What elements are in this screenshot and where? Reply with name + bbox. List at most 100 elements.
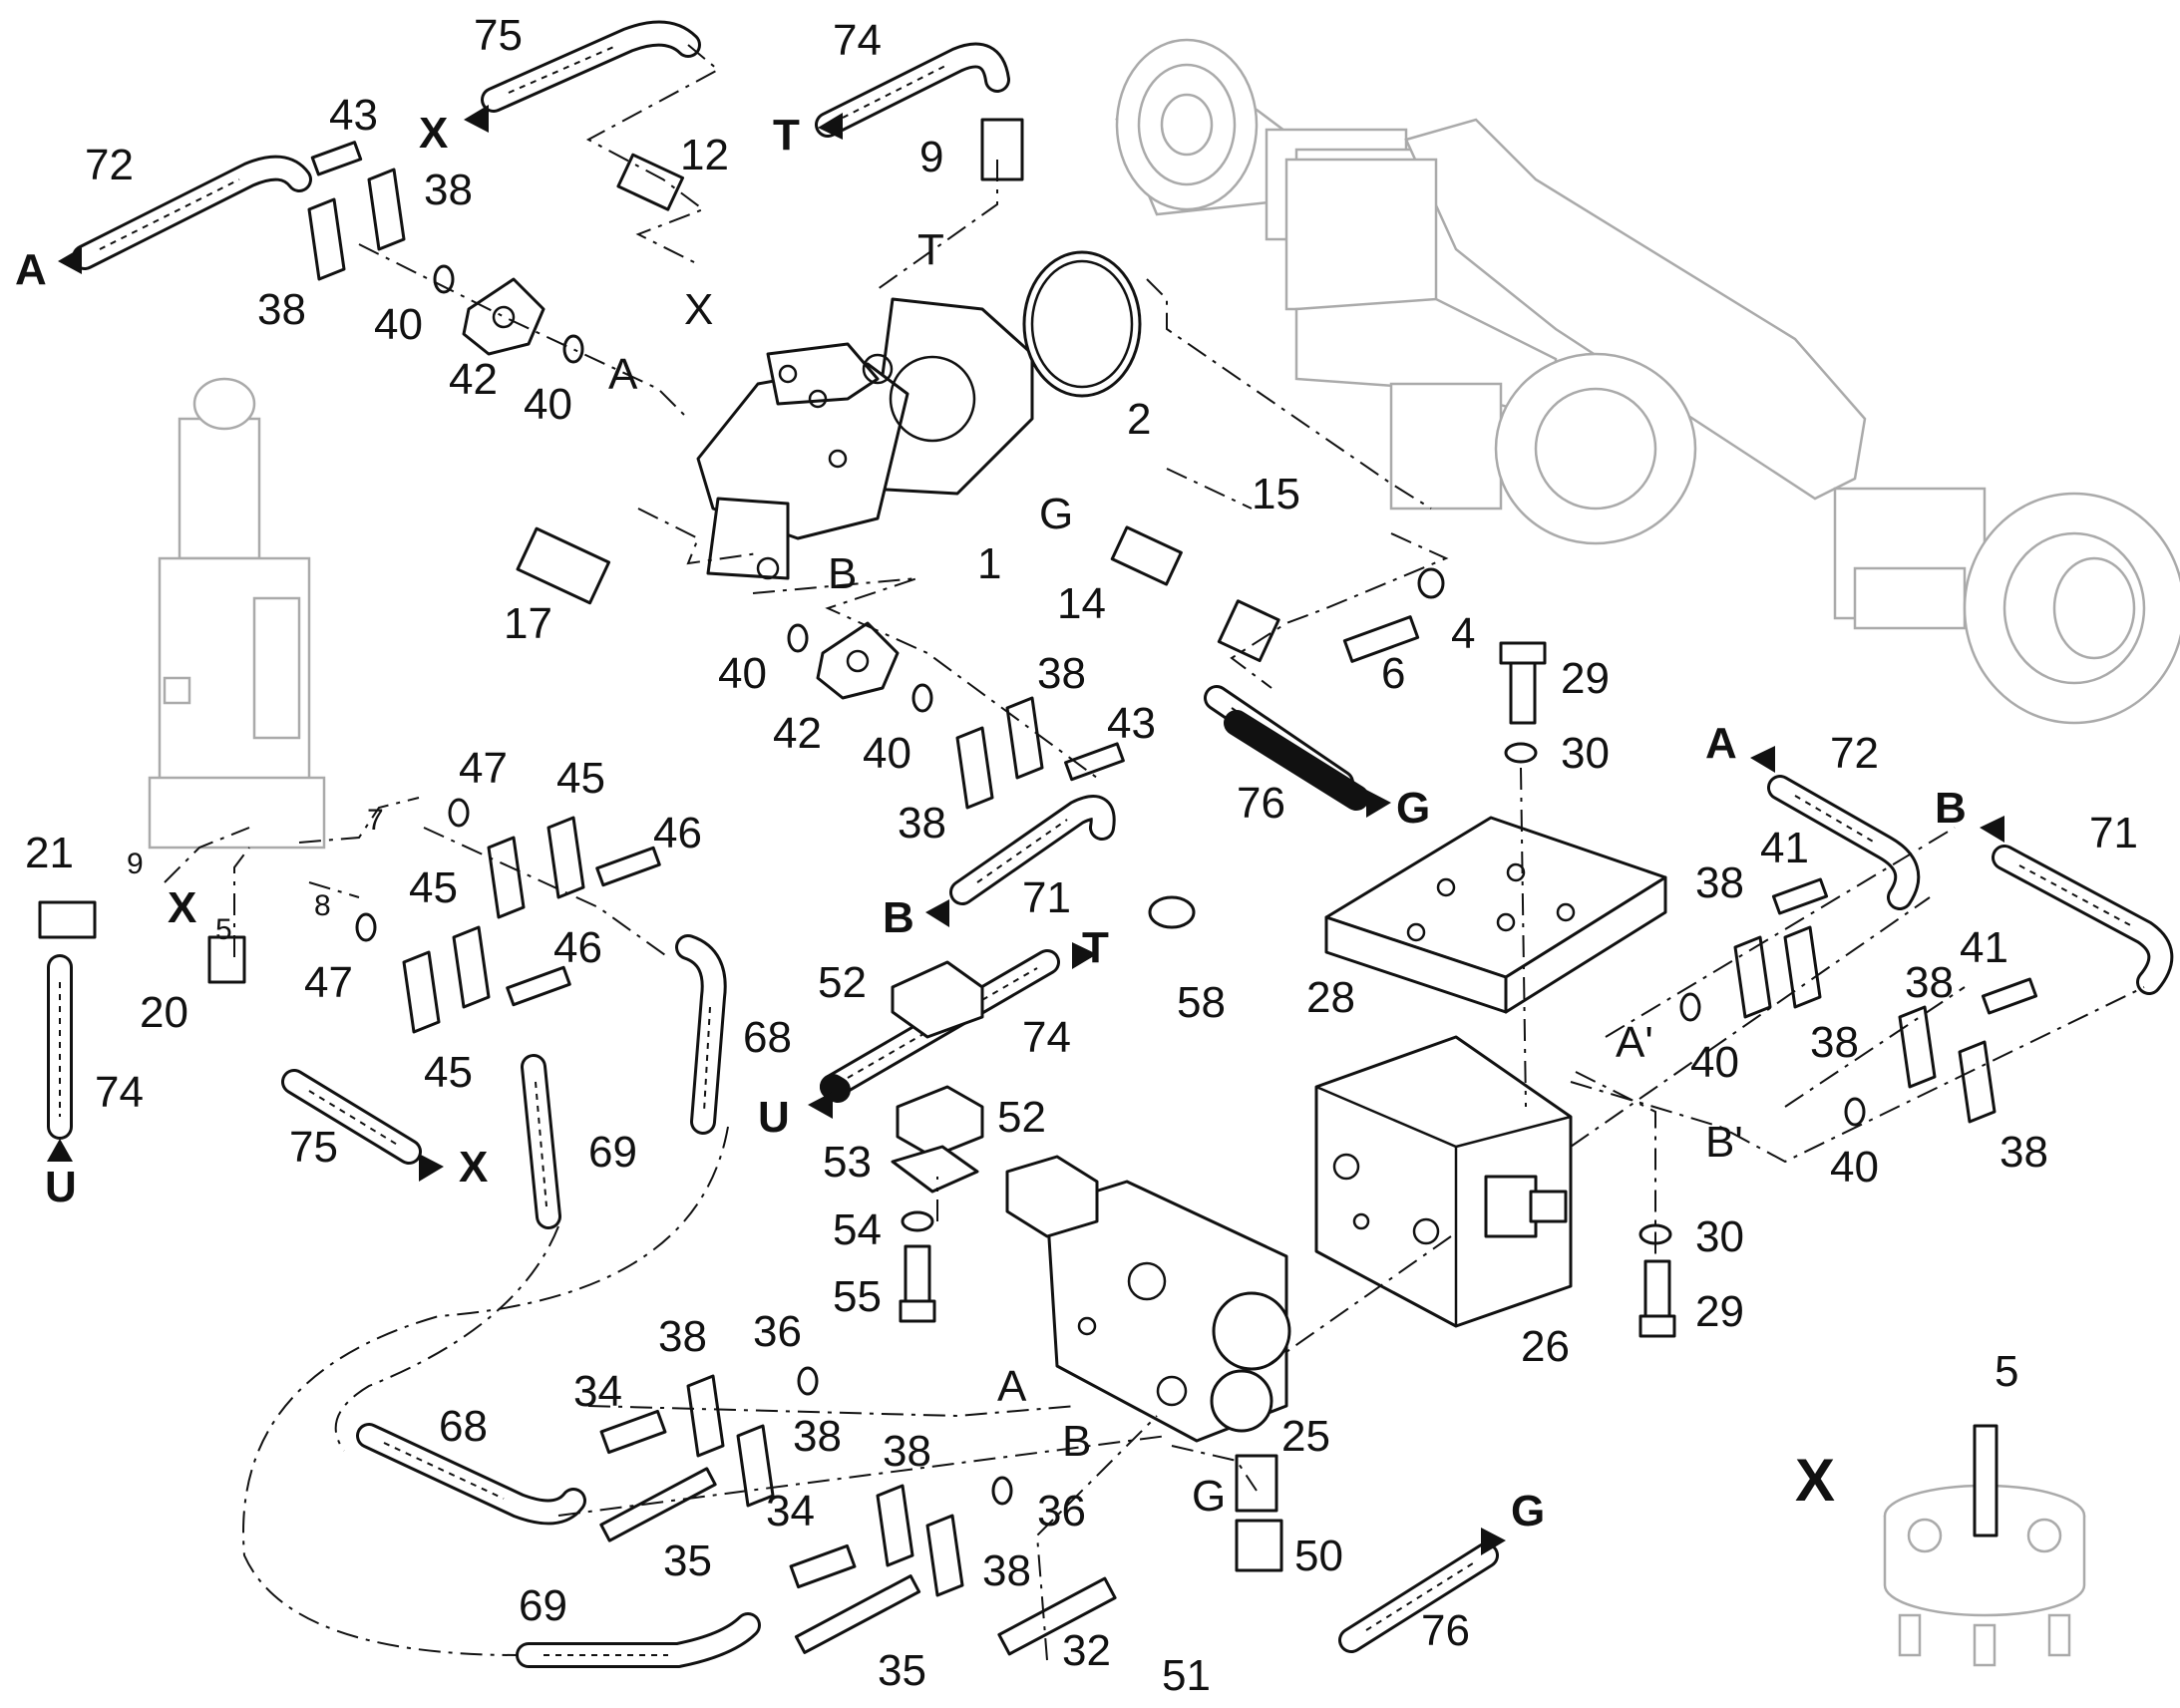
- callout-42-1: 42: [449, 355, 498, 404]
- mounting-plate: [1324, 816, 1667, 1014]
- callout-38-7: 38: [1905, 958, 1954, 1007]
- port-t-1: T: [917, 225, 944, 274]
- callout-29b: 29: [1695, 1287, 1744, 1336]
- detail-x-label: X: [1795, 1447, 1835, 1514]
- callout-68-2: 68: [439, 1402, 488, 1451]
- small-parts: [38, 118, 2038, 1656]
- callout-38-3: 38: [1037, 649, 1086, 698]
- callout-53: 53: [823, 1138, 872, 1187]
- callout-38-9: 38: [658, 1312, 707, 1361]
- port-a-1: A: [15, 245, 47, 294]
- callout-1: 1: [977, 539, 1001, 588]
- port-g-2: G: [1396, 784, 1430, 833]
- callout-75-1: 75: [474, 11, 523, 60]
- callout-58: 58: [1177, 978, 1226, 1027]
- callout-20: 20: [140, 988, 188, 1037]
- callout-38-8: 38: [1999, 1128, 2048, 1177]
- callout-47-2: 47: [304, 958, 353, 1007]
- callout-40-2: 40: [524, 380, 572, 429]
- callout-34: 34: [573, 1367, 622, 1416]
- port-g-1: G: [1039, 490, 1073, 538]
- flow-arrows: [47, 105, 2004, 1555]
- callout-51: 51: [1162, 1651, 1211, 1700]
- port-a-3: A: [1705, 719, 1737, 768]
- port-x-4: X: [168, 883, 196, 932]
- callout-9b: 9: [919, 133, 943, 181]
- callout-29: 29: [1561, 654, 1610, 703]
- callout-6: 6: [1381, 649, 1405, 698]
- port-b-2: B: [883, 893, 914, 942]
- callout-35: 35: [663, 1537, 712, 1585]
- callout-labels: 1 2 4 5 5 6 7 8 9 9 12 14 15 17 20 21 25…: [25, 11, 2138, 1700]
- callout-38-10: 38: [793, 1412, 842, 1461]
- callout-8: 8: [314, 889, 331, 922]
- callout-46-1: 46: [653, 809, 702, 857]
- callout-74-1: 74: [833, 16, 882, 65]
- swing-motor: [696, 297, 1034, 580]
- callout-76-2: 76: [1421, 1606, 1470, 1655]
- callout-74-3: 74: [95, 1068, 144, 1117]
- port-t-3: T: [1082, 923, 1109, 972]
- callout-40-4: 40: [863, 729, 911, 778]
- callout-28: 28: [1306, 973, 1355, 1022]
- callout-72-1: 72: [85, 141, 134, 189]
- callout-45-2: 45: [409, 863, 458, 912]
- callout-52-1: 52: [818, 958, 867, 1007]
- callout-38-6: 38: [1810, 1018, 1859, 1067]
- port-g-4: G: [1511, 1487, 1545, 1536]
- port-labels: A A A A B B B B G G G G T T T X X X X U …: [15, 109, 1967, 1536]
- callout-4: 4: [1451, 609, 1475, 658]
- callout-75-2: 75: [289, 1123, 338, 1172]
- callout-36: 36: [753, 1307, 802, 1356]
- callout-2: 2: [1127, 395, 1151, 444]
- callout-74-2: 74: [1022, 1013, 1071, 1062]
- callout-5b: 5: [215, 913, 232, 946]
- port-x-3: X: [459, 1143, 488, 1192]
- callout-36b: 36: [1037, 1487, 1086, 1536]
- port-x-1: X: [419, 109, 448, 158]
- callout-69-1: 69: [588, 1128, 637, 1177]
- o-ring: [1022, 250, 1142, 398]
- callout-71-1: 71: [1022, 873, 1071, 922]
- port-a-prime: A': [1616, 1018, 1653, 1067]
- callout-38-1: 38: [424, 166, 473, 214]
- valve-block: [1314, 1035, 1573, 1328]
- detail-view-x: [1883, 1424, 2086, 1667]
- port-u-2: U: [45, 1163, 77, 1211]
- callout-7: 7: [367, 804, 384, 837]
- callout-55: 55: [833, 1272, 882, 1321]
- callout-32: 32: [1062, 1626, 1111, 1675]
- port-u-1: U: [758, 1093, 790, 1142]
- callout-45-1: 45: [556, 754, 605, 803]
- connection-lines: [164, 44, 2145, 1661]
- callout-43-1: 43: [329, 91, 378, 140]
- callout-26: 26: [1521, 1322, 1570, 1371]
- callout-17: 17: [504, 599, 552, 648]
- callout-42-2: 42: [773, 709, 822, 758]
- callout-40-5: 40: [1690, 1038, 1739, 1087]
- port-b-3: B: [1935, 784, 1967, 833]
- port-g-3: G: [1192, 1472, 1226, 1521]
- callout-35b: 35: [878, 1646, 926, 1695]
- callout-52-2: 52: [997, 1093, 1046, 1142]
- port-a-2: A: [608, 350, 638, 399]
- callout-30: 30: [1561, 729, 1610, 778]
- callout-21: 21: [25, 829, 74, 877]
- port-a-4: A: [997, 1362, 1027, 1411]
- port-b-4: B: [1062, 1417, 1091, 1466]
- swivel-joint: [148, 377, 326, 850]
- callout-38-12: 38: [982, 1546, 1031, 1595]
- callout-9: 9: [127, 848, 144, 880]
- callout-40-1: 40: [374, 300, 423, 349]
- callout-40-6: 40: [1830, 1143, 1879, 1192]
- hoses: [47, 20, 2174, 1668]
- callout-46-2: 46: [553, 923, 602, 972]
- callout-54: 54: [833, 1205, 882, 1254]
- callout-30b: 30: [1695, 1212, 1744, 1261]
- callout-34b: 34: [766, 1487, 815, 1536]
- callout-40-3: 40: [718, 649, 767, 698]
- callout-71-2: 71: [2089, 809, 2138, 857]
- axle-assembly: [1115, 38, 2180, 725]
- callout-76-1: 76: [1237, 779, 1285, 828]
